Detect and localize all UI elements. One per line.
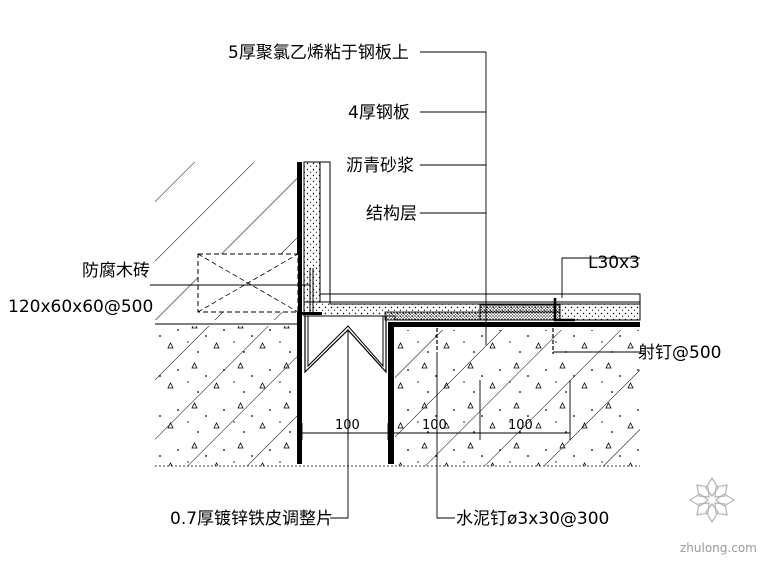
- label-structure: 结构层: [366, 204, 417, 224]
- lower-right-structure: [395, 330, 640, 466]
- label-steel-plate: 4厚钢板: [348, 103, 410, 123]
- galvanized-sheet-leader: [330, 330, 349, 519]
- top-leader-lines: [420, 51, 487, 345]
- dimension-1: 100: [335, 418, 360, 433]
- cement-nail-leader: [436, 352, 455, 519]
- angle-steel: [553, 298, 575, 322]
- left-wall-steel-plate: [297, 162, 302, 464]
- label-cement-nail: 水泥钉ø3x30@300: [456, 509, 609, 529]
- galvanized-sheet: [304, 316, 387, 374]
- watermark-text: zhulong.com: [680, 541, 757, 555]
- label-pvc-layer: 5厚聚氯乙烯粘于钢板上: [228, 43, 409, 63]
- vertical-finish-layers: [303, 161, 331, 303]
- label-angle: L30x3: [588, 253, 640, 273]
- dimension-2: 100: [422, 418, 447, 433]
- lower-left-structure: [155, 326, 297, 466]
- label-wood-brick-spec: 120x60x60@500: [8, 297, 153, 317]
- wood-brick: [197, 253, 299, 313]
- angle-leader: [561, 257, 640, 298]
- label-galvanized-sheet: 0.7厚镀锌铁皮调整片: [170, 509, 333, 529]
- horizontal-finish-layers: [303, 293, 641, 321]
- watermark-logo-icon: [688, 476, 736, 524]
- label-shot-nail: 射钉@500: [638, 343, 721, 363]
- joint-cover-plate: [302, 268, 322, 315]
- label-asphalt-mortar: 沥青砂浆: [346, 156, 414, 176]
- dimension-3: 100: [508, 418, 533, 433]
- right-floor-steel-plate: [388, 322, 640, 464]
- label-wood-brick: 防腐木砖: [82, 261, 150, 281]
